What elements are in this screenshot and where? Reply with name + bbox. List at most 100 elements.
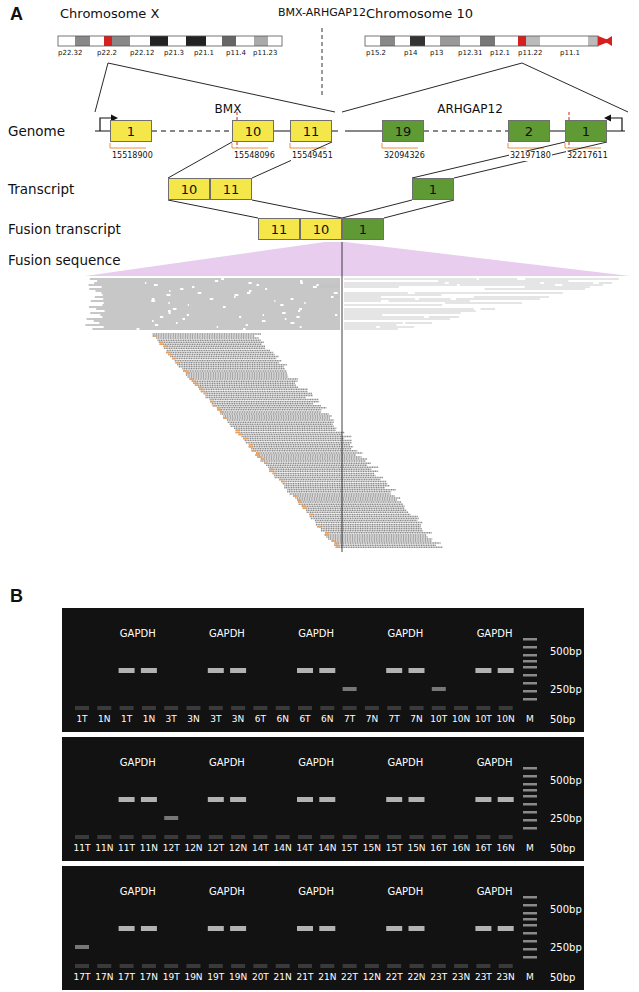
primer-band bbox=[97, 835, 111, 839]
lane-label: 21N bbox=[274, 972, 292, 983]
read bbox=[198, 387, 298, 389]
read bbox=[317, 526, 421, 528]
read-mismatch bbox=[159, 341, 163, 343]
lane-label: M bbox=[526, 843, 534, 854]
read bbox=[85, 324, 154, 326]
lane-label: 15N bbox=[407, 843, 425, 854]
read bbox=[456, 298, 540, 299]
primer-band bbox=[454, 835, 468, 839]
read bbox=[344, 294, 441, 295]
read-mismatch bbox=[317, 526, 321, 528]
size-marker: 250bp bbox=[550, 684, 582, 696]
primer-band bbox=[75, 964, 89, 968]
read bbox=[90, 278, 221, 280]
read bbox=[201, 391, 308, 393]
ladder-band bbox=[523, 775, 537, 778]
ladder-band bbox=[523, 811, 537, 814]
lane-label: 6N bbox=[321, 714, 333, 725]
chromosome-outline bbox=[58, 36, 282, 46]
gapdh-band bbox=[297, 926, 313, 931]
primer-band bbox=[209, 706, 223, 710]
coordinate: 15549451 bbox=[291, 151, 334, 161]
primer-band bbox=[432, 964, 446, 968]
lane-label: 7T bbox=[389, 714, 400, 725]
read bbox=[344, 326, 376, 327]
lane-label: 12T bbox=[163, 843, 180, 854]
read bbox=[303, 282, 340, 284]
gene-line bbox=[424, 131, 508, 132]
exon-box: 1 bbox=[110, 120, 152, 142]
primer-band bbox=[343, 706, 357, 710]
lane-label: 22T bbox=[341, 972, 358, 983]
primer-band bbox=[454, 964, 468, 968]
junction-line bbox=[342, 242, 343, 552]
read bbox=[91, 300, 151, 302]
read bbox=[241, 436, 351, 438]
read bbox=[175, 360, 281, 362]
read bbox=[189, 304, 280, 306]
read-mismatch bbox=[213, 405, 217, 407]
gapdh-band bbox=[498, 668, 514, 673]
gene-line bbox=[332, 131, 338, 132]
ladder-band bbox=[523, 827, 537, 830]
exon-box: 10 bbox=[300, 218, 342, 240]
read-mismatch bbox=[236, 430, 240, 432]
read-mismatch bbox=[273, 473, 277, 475]
read bbox=[415, 292, 563, 293]
read-mismatch bbox=[252, 450, 256, 452]
read bbox=[227, 419, 334, 421]
control-label: GAPDH bbox=[209, 886, 245, 898]
gapdh-band bbox=[230, 797, 246, 802]
lane-label: 22N bbox=[407, 972, 425, 983]
primer-band bbox=[387, 706, 401, 710]
exon-box: 1 bbox=[565, 120, 607, 142]
lane-label: 7N bbox=[366, 714, 378, 725]
read bbox=[177, 308, 300, 310]
control-label: GAPDH bbox=[477, 757, 513, 769]
lane-label: 6T bbox=[255, 714, 266, 725]
read bbox=[186, 374, 288, 376]
read bbox=[139, 328, 243, 330]
connector-line bbox=[412, 142, 565, 178]
lane-label: 14N bbox=[274, 843, 292, 854]
read bbox=[297, 499, 397, 501]
lane-label: 19N bbox=[229, 972, 247, 983]
read-alignment bbox=[85, 279, 618, 547]
gapdh-band bbox=[119, 797, 135, 802]
read bbox=[344, 278, 477, 279]
read bbox=[287, 489, 395, 491]
gapdh-band bbox=[319, 926, 335, 931]
lane-label: 21T bbox=[297, 972, 314, 983]
read bbox=[251, 290, 340, 292]
read bbox=[273, 473, 374, 475]
read-mismatch bbox=[297, 499, 301, 501]
gapdh-band bbox=[319, 668, 335, 673]
read bbox=[525, 278, 619, 279]
read-mismatch bbox=[204, 393, 208, 395]
gene-line bbox=[274, 131, 290, 132]
band-name: p12.1 bbox=[490, 49, 510, 57]
lane-label: 17N bbox=[95, 972, 113, 983]
primer-band bbox=[410, 706, 424, 710]
exon-box: 11 bbox=[210, 178, 252, 200]
read bbox=[316, 522, 423, 524]
read bbox=[307, 512, 409, 514]
read-mismatch bbox=[279, 479, 283, 481]
read bbox=[172, 358, 276, 360]
ladder-band bbox=[523, 918, 537, 921]
read bbox=[525, 286, 590, 287]
read bbox=[344, 284, 457, 285]
coordinate: 32094326 bbox=[383, 151, 426, 161]
read bbox=[218, 326, 300, 328]
read bbox=[178, 322, 291, 324]
gapdh-band bbox=[409, 797, 425, 802]
ladder-band bbox=[523, 795, 537, 798]
read bbox=[300, 316, 340, 318]
read-mismatch bbox=[269, 469, 273, 471]
control-label: GAPDH bbox=[477, 628, 513, 640]
read-mismatch bbox=[334, 544, 338, 546]
read bbox=[334, 544, 435, 546]
read bbox=[328, 538, 432, 540]
lane-label: 3T bbox=[166, 714, 177, 725]
read bbox=[294, 322, 340, 324]
